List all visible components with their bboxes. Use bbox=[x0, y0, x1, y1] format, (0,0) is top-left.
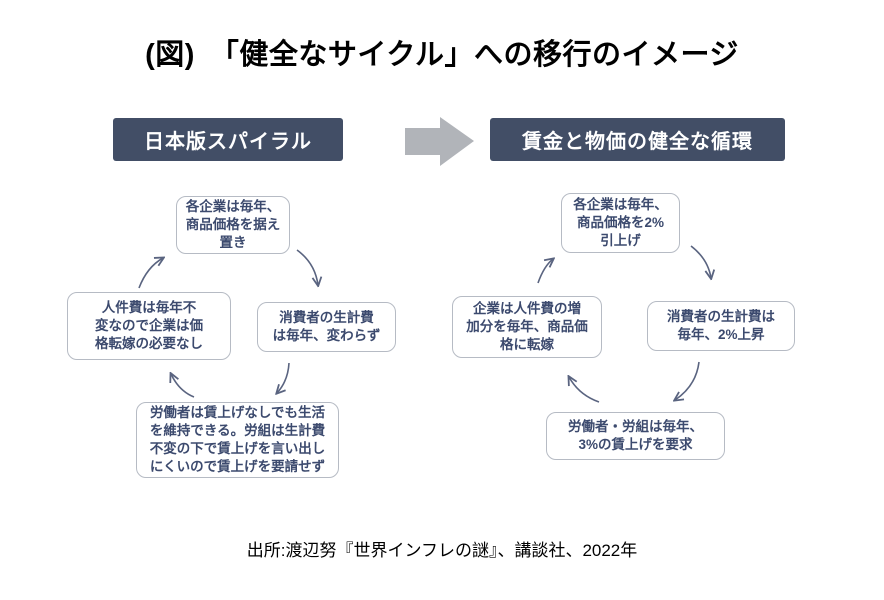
cycle-arrow-icon bbox=[690, 245, 711, 278]
cycle-arrow-icon bbox=[569, 377, 600, 403]
left-cycle-node-price-hold: 各企業は毎年、 商品価格を据え 置き bbox=[176, 196, 290, 254]
right-cycle-node-pass-through: 企業は人件費の増 加分を毎年、商品価 格に転嫁 bbox=[452, 296, 602, 358]
left-cycle-node-workers: 労働者は賃上げなしでも生活 を維持できる。労組は生計費 不変の下で賃上げを言い出… bbox=[136, 402, 339, 478]
cycle-arrow-icon bbox=[171, 374, 195, 398]
cycle-arrow-icon bbox=[138, 258, 163, 289]
right-cycle-node-wage-demand: 労働者・労組は毎年、 3%の賃上げを要求 bbox=[546, 412, 725, 460]
right-cycle-node-price-raise: 各企業は毎年、 商品価格を2% 引上げ bbox=[561, 193, 680, 253]
right-cycle-node-living-cost: 消費者の生計費は 毎年、2%上昇 bbox=[647, 301, 795, 351]
right-cycle-header: 賃金と物価の健全な循環 bbox=[490, 118, 785, 161]
left-cycle-header: 日本版スパイラル bbox=[113, 118, 343, 161]
source-citation: 出所:渡辺努『世界インフレの謎』、講談社、2022年 bbox=[246, 541, 638, 560]
left-cycle-node-labor-cost: 人件費は毎年不 変なので企業は価 格転嫁の必要なし bbox=[67, 292, 231, 360]
figure-title: (図) 「健全なサイクル」への移行のイメージ bbox=[145, 39, 739, 71]
cycle-arrow-icon bbox=[296, 249, 318, 285]
left-cycle-node-living-cost: 消費者の生計費 は毎年、変わらず bbox=[257, 302, 396, 352]
cycle-arrow-icon bbox=[675, 361, 700, 400]
cycle-arrow-icon bbox=[277, 362, 290, 393]
cycle-arrow-icon bbox=[537, 259, 553, 284]
transition-arrow-icon bbox=[405, 117, 474, 166]
